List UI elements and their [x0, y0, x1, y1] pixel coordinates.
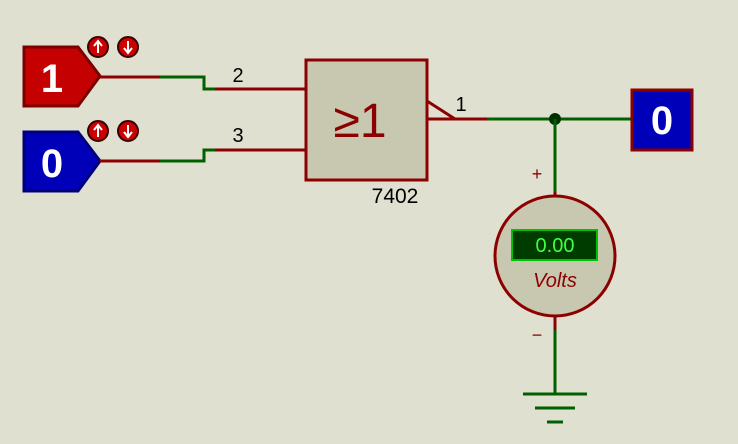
wire-input-2[interactable]	[100, 148, 306, 163]
voltmeter-minus-terminal: −	[532, 325, 543, 345]
logic-input-1[interactable]: 1	[22, 45, 102, 108]
logic-input-1-state: 1	[41, 57, 63, 101]
logic-input-1-down-button[interactable]	[117, 36, 139, 58]
voltmeter-display	[511, 229, 598, 261]
gate-pin-label-a: 2	[232, 65, 243, 87]
logic-input-2[interactable]: 0	[22, 130, 102, 193]
voltmeter-plus-terminal: +	[532, 164, 543, 184]
ground-symbol	[523, 392, 587, 424]
logic-input-2-body[interactable]	[22, 130, 102, 193]
logic-input-1-body[interactable]	[22, 45, 102, 108]
nor-gate[interactable]: ≥1 7402	[304, 58, 429, 208]
voltmeter-unit: Volts	[533, 270, 577, 292]
logic-output-probe-body[interactable]	[630, 88, 694, 152]
logic-input-1-up-button[interactable]	[87, 36, 109, 58]
gate-pin-label-out: 1	[455, 94, 466, 116]
nor-gate-symbol: ≥1	[333, 95, 386, 148]
gate-pin-label-b: 3	[232, 125, 243, 147]
voltmeter-reading: 0.00	[536, 235, 575, 257]
wire-input-1[interactable]	[100, 75, 306, 91]
nor-gate-body[interactable]	[304, 58, 429, 182]
nor-gate-part-number: 7402	[372, 185, 419, 208]
logic-output-probe[interactable]: 0	[630, 88, 694, 152]
voltmeter[interactable]: 0.00 Volts + −	[493, 164, 617, 345]
logic-input-2-state: 0	[41, 142, 63, 186]
logic-output-probe-state: 0	[651, 99, 673, 143]
logic-input-2-down-button[interactable]	[117, 120, 139, 142]
logic-input-2-up-button[interactable]	[87, 120, 109, 142]
